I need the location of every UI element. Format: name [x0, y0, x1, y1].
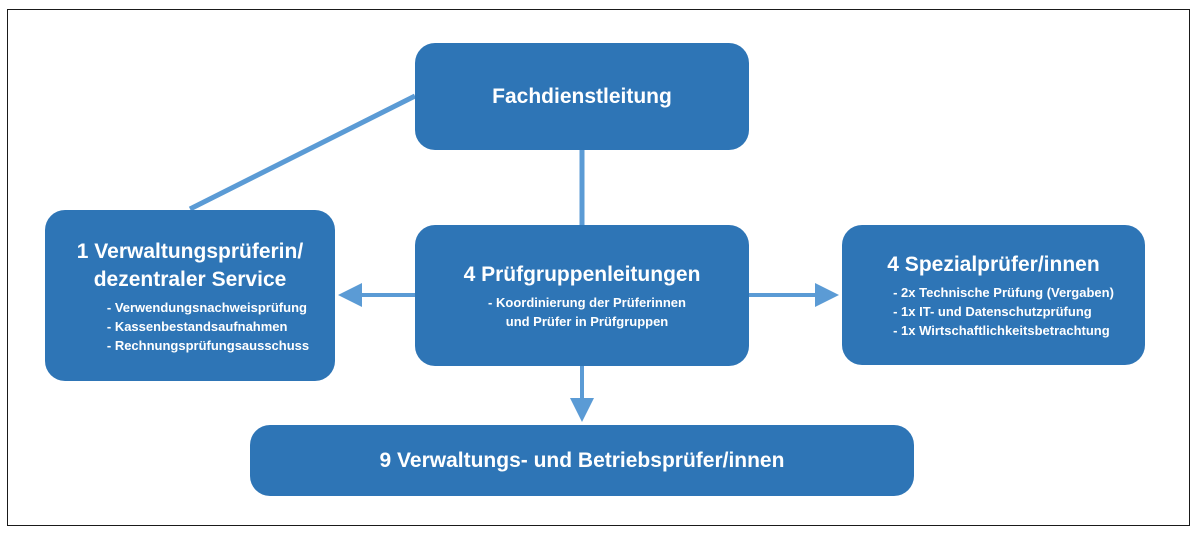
node-fachdienstleitung: Fachdienstleitung — [415, 43, 749, 150]
node-task-item: - Verwendungsnachweisprüfung — [106, 300, 307, 315]
node-pruefgruppenleitungen: 4 Prüfgruppenleitungen - Koordinierung d… — [415, 225, 749, 366]
node-task-item: und Prüfer in Prüfgruppen — [505, 313, 669, 329]
node-title: 4 Prüfgruppenleitungen — [463, 262, 701, 286]
diagram-frame — [7, 9, 1190, 526]
node-task-item: - 1x IT- und Datenschutzprüfung — [893, 303, 1092, 319]
node-title: 4 Spezialprüfer/innen — [887, 252, 1100, 276]
node-task-list: - Verwendungsnachweisprüfung - Kassenbes… — [107, 298, 309, 355]
node-verwaltungsprueferin: 1 Verwaltungsprüferin/ dezentraler Servi… — [45, 210, 335, 381]
node-task-item: - Rechnungsprüfungsausschuss — [106, 338, 310, 353]
node-task-list: - 2x Technische Prüfung (Vergaben) - 1x … — [893, 283, 1114, 340]
node-title: Fachdienstleitung — [492, 84, 672, 108]
node-task-item: - 2x Technische Prüfung (Vergaben) — [893, 284, 1114, 300]
node-verwaltungs-und-betriebspruefer: 9 Verwaltungs- und Betriebsprüfer/innen — [250, 425, 914, 496]
node-task-list: - Koordinierung der Prüferinnen und Prüf… — [488, 293, 686, 331]
node-title: 9 Verwaltungs- und Betriebsprüfer/innen — [379, 448, 785, 472]
node-task-item: - 1x Wirtschaftlichkeitsbetrachtung — [893, 322, 1110, 338]
node-title-line2: dezentraler Service — [93, 268, 287, 291]
node-title-line1: 1 Verwaltungsprüferin/ — [76, 240, 304, 263]
node-task-item: - Kassenbestandsaufnahmen — [106, 319, 288, 334]
node-task-item: - Koordinierung der Prüferinnen — [488, 294, 686, 310]
connector-head-to-left — [188, 93, 417, 212]
node-spezialpruefer: 4 Spezialprüfer/innen - 2x Technische Pr… — [842, 225, 1145, 365]
